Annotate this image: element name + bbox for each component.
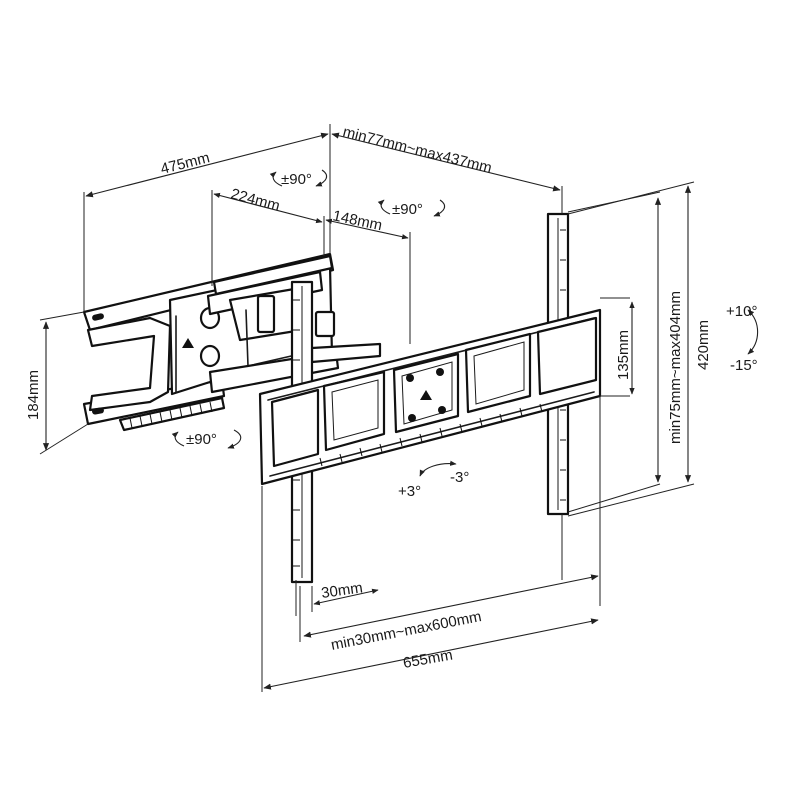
- label-plate-height: 420mm: [695, 320, 712, 370]
- dimension-lines: [39, 124, 695, 692]
- label-arm-inner: 224mm: [229, 185, 282, 214]
- label-vesa-vertical: min75mm~max404mm: [667, 291, 684, 444]
- label-total-width: 655mm: [402, 647, 454, 672]
- label-wall-height: 184mm: [25, 370, 42, 420]
- label-tilt-down: -15°: [730, 357, 758, 374]
- label-level-minus: -3°: [450, 469, 469, 486]
- tv-bracket-bar: [258, 308, 602, 486]
- label-level-plus: +3°: [398, 483, 421, 500]
- label-arm-height: 135mm: [615, 330, 632, 380]
- label-swivel-mid: ±90°: [392, 201, 423, 218]
- label-swivel-bottom: ±90°: [186, 431, 217, 448]
- label-arm-reach: 475mm: [159, 149, 212, 178]
- label-tilt-up: +10°: [726, 303, 757, 320]
- label-rail-offset: 30mm: [320, 579, 364, 602]
- rotation-labels: ±90° ±90° ±90° +10° -15° +3° -3°: [186, 171, 758, 500]
- rotation-indicators: [171, 169, 759, 477]
- label-swivel-top: ±90°: [281, 171, 312, 188]
- label-wall-depth: min77mm~max437mm: [341, 123, 494, 177]
- label-arm-second: 148mm: [331, 207, 383, 234]
